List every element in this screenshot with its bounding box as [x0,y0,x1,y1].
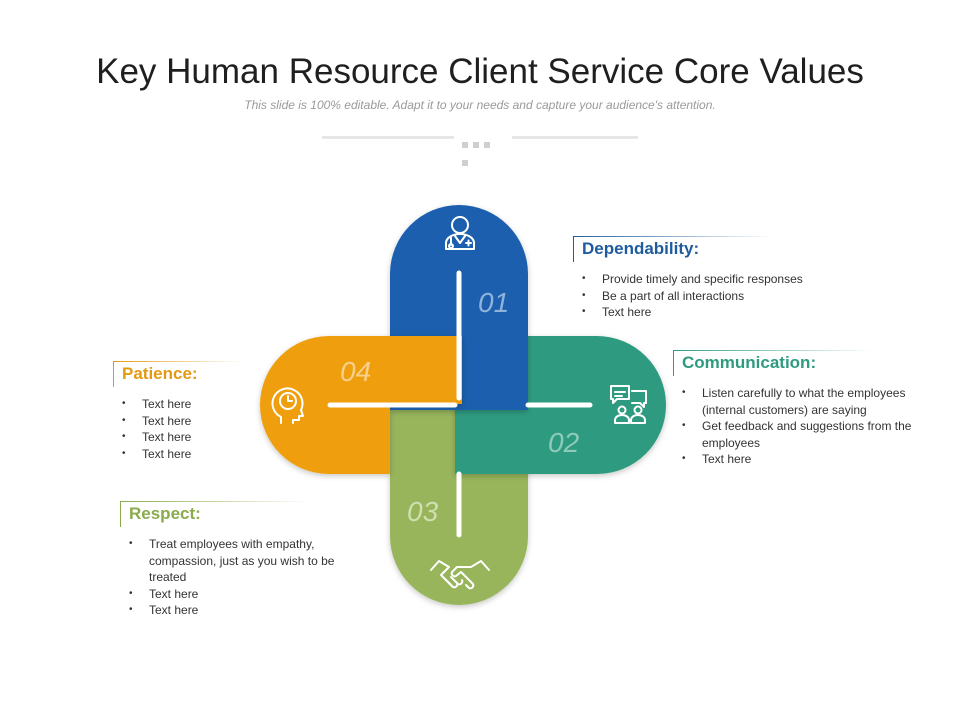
heading-dependability: Dependability: [573,236,772,262]
number-02: 02 [548,427,580,458]
handshake-icon [430,560,490,590]
doctor-icon [445,216,475,250]
list-dependability: Provide timely and specific responses Be… [582,271,842,321]
heading-patience: Patience: [113,361,242,387]
list-patience: Text here Text here Text here Text here [122,396,252,462]
number-04: 04 [340,356,371,387]
number-03: 03 [407,496,439,527]
list-item: Text here [122,429,252,446]
list-respect: Treat employees with empathy, compassion… [129,536,359,619]
title-divider [322,132,638,166]
list-item: Text here [122,396,252,413]
list-item: Text here [122,413,252,430]
list-item: Text here [129,586,359,603]
list-item: Listen carefully to what the employees (… [682,385,932,418]
heading-communication: Communication: [673,350,872,376]
list-item: Get feedback and suggestions from the em… [682,418,932,451]
list-item: Provide timely and specific responses [582,271,842,288]
page-subtitle: This slide is 100% editable. Adapt it to… [244,98,716,112]
list-communication: Listen carefully to what the employees (… [682,385,932,468]
chat-people-icon [610,385,647,424]
heading-respect: Respect: [120,501,309,527]
list-item: Text here [129,602,359,619]
number-01: 01 [478,287,509,318]
list-item: Treat employees with empathy, compassion… [129,536,359,586]
list-item: Text here [122,446,252,463]
head-clock-icon [271,387,304,424]
list-item: Text here [682,451,932,468]
page-title: Key Human Resource Client Service Core V… [96,52,864,91]
list-item: Be a part of all interactions [582,288,842,305]
list-item: Text here [582,304,842,321]
